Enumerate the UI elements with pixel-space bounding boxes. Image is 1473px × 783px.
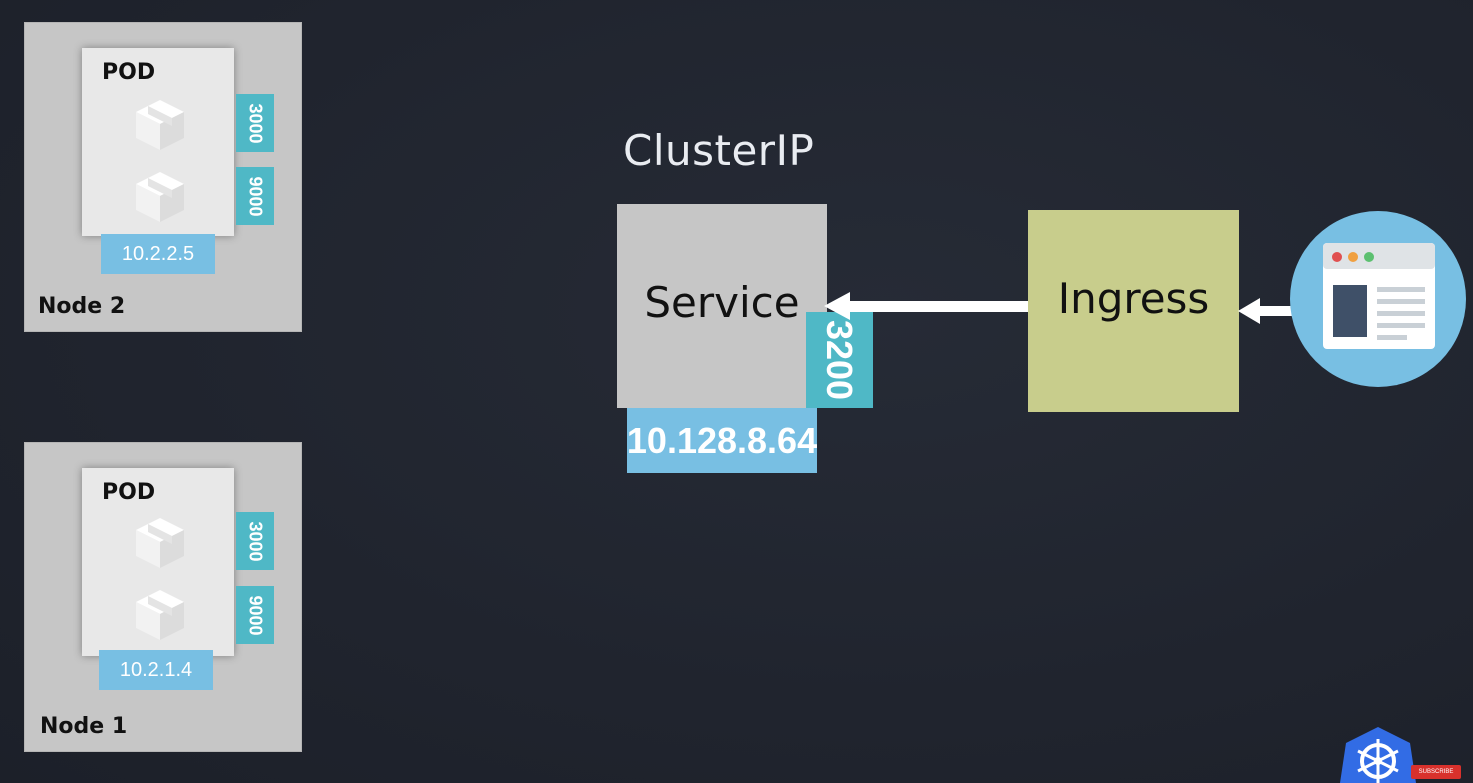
container-icon — [136, 590, 184, 640]
node-label: Node 1 — [40, 714, 128, 739]
pod: POD — [82, 48, 234, 236]
ingress-label: Ingress — [1057, 274, 1210, 323]
pod-label: POD — [102, 60, 156, 85]
browser-window-icon — [1323, 243, 1435, 349]
pod-ip: 10.2.1.4 — [99, 650, 213, 690]
cluster-ip-title: ClusterIP — [623, 126, 815, 175]
node-2: POD 3000 9000 10.2.2.5 Node 2 — [24, 22, 302, 332]
pod-port-3000: 3000 — [236, 94, 274, 152]
browser-client — [1290, 211, 1466, 387]
kubernetes-icon — [1340, 727, 1416, 783]
pod-port-3000: 3000 — [236, 512, 274, 570]
ingress-box: Ingress — [1028, 210, 1239, 412]
subscribe-button[interactable]: SUBSCRIBE — [1411, 765, 1461, 779]
service-port: 3200 — [806, 312, 873, 408]
pod-port-9000: 9000 — [236, 167, 274, 225]
browser-to-ingress-arrow — [1238, 298, 1302, 324]
ingress-to-service-arrow — [824, 292, 1030, 320]
node-label: Node 2 — [38, 294, 126, 319]
container-icon — [136, 100, 184, 150]
pod-ip: 10.2.2.5 — [101, 234, 215, 274]
pod: POD — [82, 468, 234, 656]
pod-label: POD — [102, 480, 156, 505]
service-box: Service — [617, 204, 827, 408]
service-ip: 10.128.8.64 — [627, 408, 817, 473]
container-icon — [136, 518, 184, 568]
pod-port-9000: 9000 — [236, 586, 274, 644]
container-icon — [136, 172, 184, 222]
service-label: Service — [644, 278, 800, 327]
node-1: POD 3000 9000 10.2.1.4 Node 1 — [24, 442, 302, 752]
